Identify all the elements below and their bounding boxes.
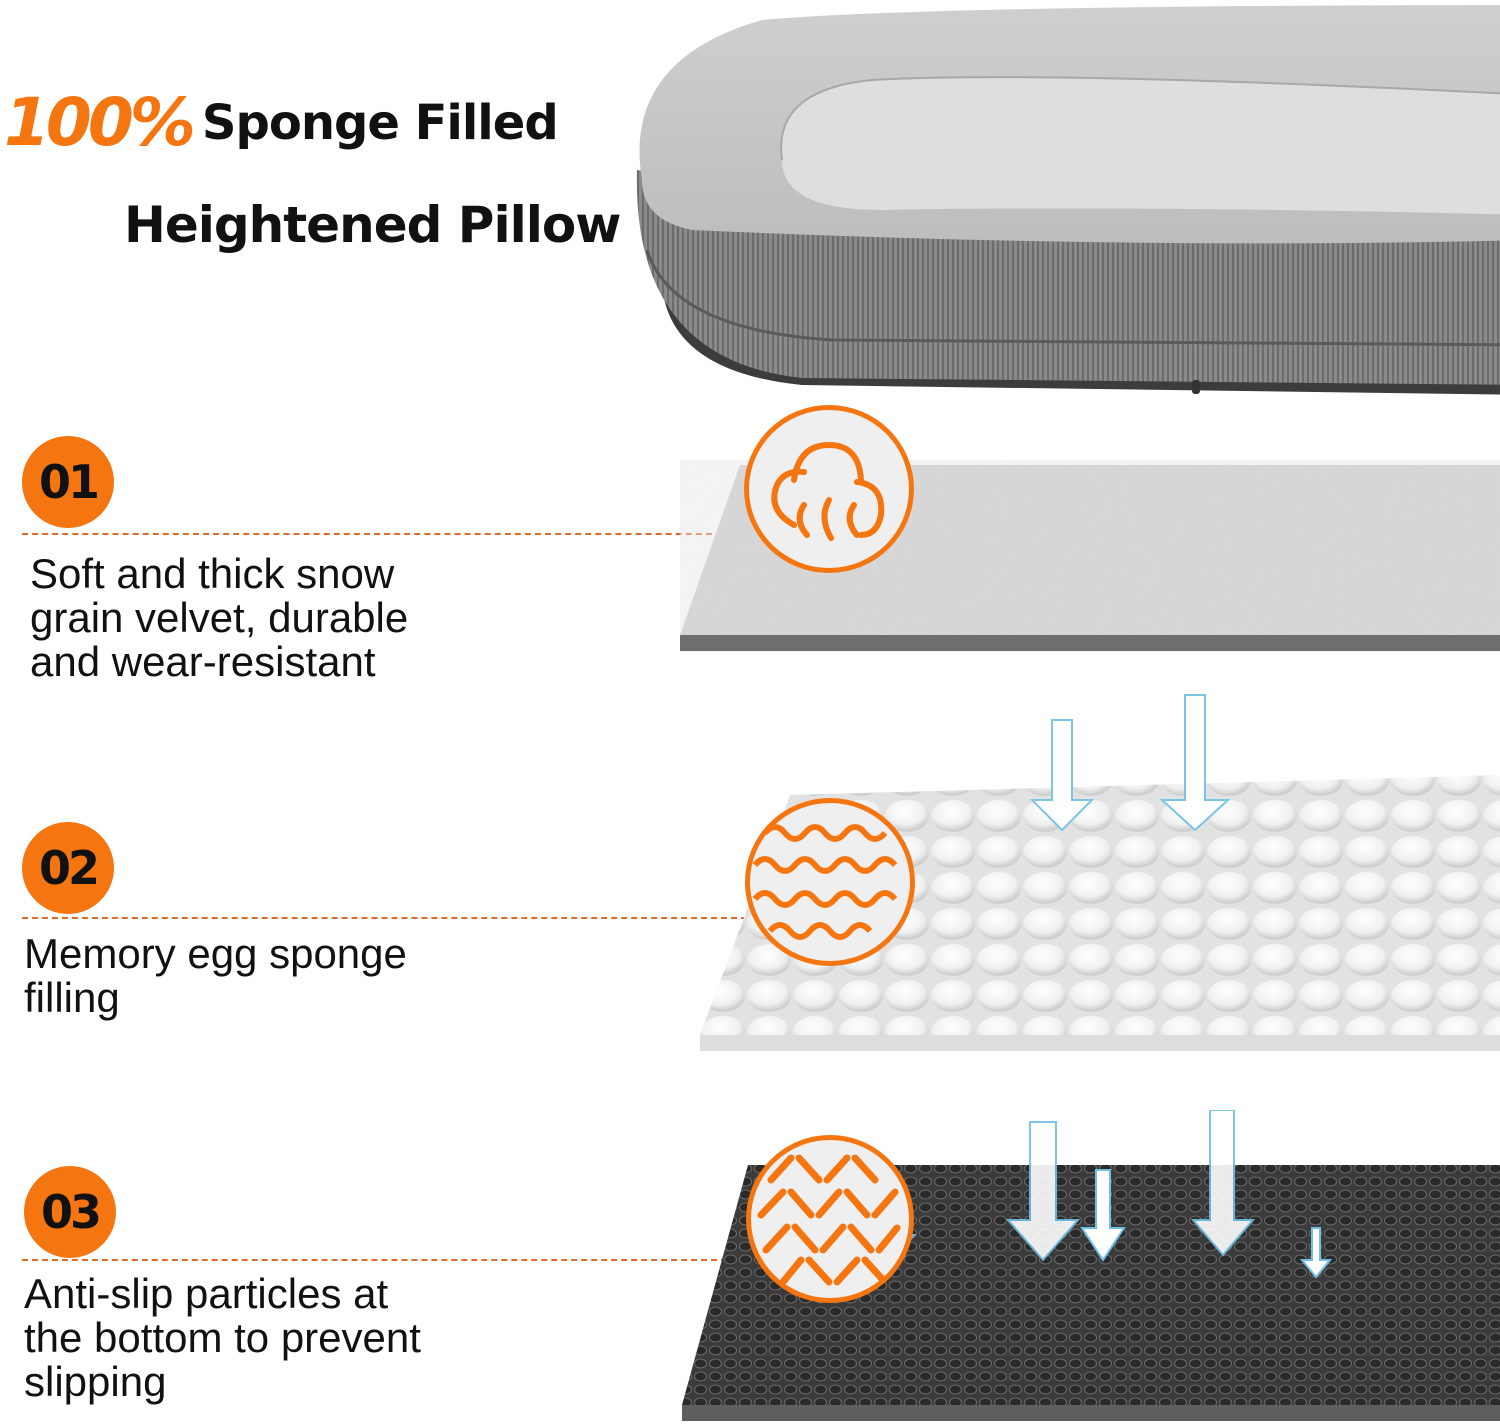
feature-description-02: Memory egg sponge filling <box>24 932 407 1020</box>
feature-description-03: Anti-slip particles at the bottom to pre… <box>24 1272 421 1404</box>
feature-02-line-2: filling <box>24 974 120 1021</box>
wave-lines-icon <box>745 798 915 966</box>
feature-03-line-2: the bottom to prevent <box>24 1314 421 1361</box>
cloud-steam-icon <box>744 405 914 573</box>
divider-dashed-02 <box>22 917 747 919</box>
headline-line2: Heightened Pillow <box>124 196 621 254</box>
headline-line1: Sponge Filled <box>201 94 559 151</box>
herringbone-pattern-icon <box>746 1135 914 1303</box>
feature-description-01: Soft and thick snow grain velvet, durabl… <box>30 552 408 684</box>
feature-01-line-1: Soft and thick snow <box>30 550 395 597</box>
dog-bed-image <box>636 5 1500 395</box>
feature-03-line-3: slipping <box>24 1358 167 1405</box>
feature-number-badge-02: 02 <box>22 822 114 914</box>
feature-02-line-1: Memory egg sponge <box>24 930 407 977</box>
feature-01-line-3: and wear-resistant <box>30 638 376 685</box>
headline-percent: 100% <box>4 84 196 161</box>
feature-number-badge-03: 03 <box>24 1166 116 1258</box>
divider-dashed-01 <box>22 533 722 535</box>
headline: 100%Sponge Filled <box>4 84 559 161</box>
feature-number-badge-01: 01 <box>22 436 114 528</box>
feature-01-line-2: grain velvet, durable <box>30 594 409 641</box>
divider-dashed-03 <box>22 1259 747 1261</box>
feature-03-line-1: Anti-slip particles at <box>24 1270 389 1317</box>
